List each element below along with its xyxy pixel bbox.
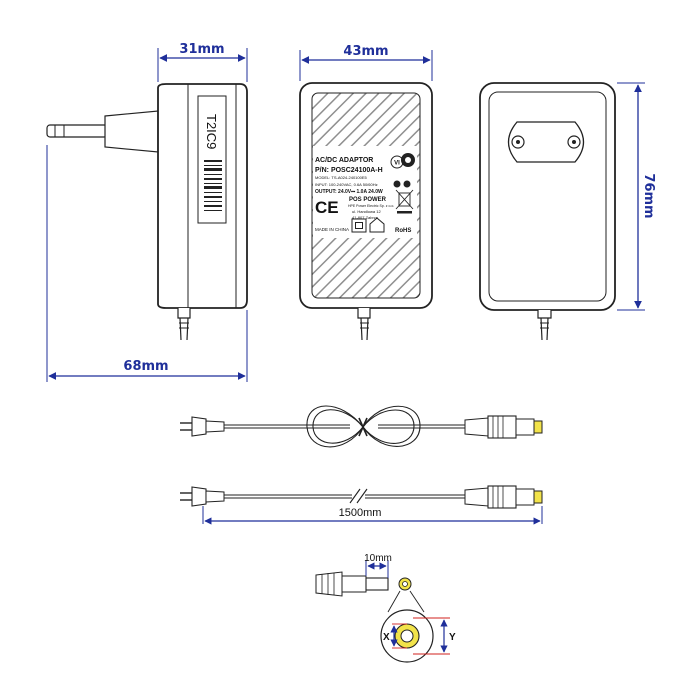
dc-tip [533, 420, 543, 434]
plug-pin [46, 124, 108, 138]
double-insulation-icon [351, 218, 367, 233]
rohs-mark: RoHS [395, 228, 411, 234]
label-model: MODEL: TS-A024-240100E5 [315, 175, 368, 180]
dim-side-depth: 31mm [157, 42, 248, 82]
dim-inner-x-label: X [383, 632, 390, 643]
label-brand: POS POWER [349, 197, 387, 203]
indoor-use-icon [369, 217, 385, 233]
label-output: OUTPUT: 24.0V⎓ 1.0A 24.0W [315, 189, 383, 195]
dim-total-depth: 68mm [46, 145, 248, 382]
back-body [479, 82, 616, 311]
label-street: ul. Handlowa 12 [352, 209, 381, 214]
label-pn: P/N: POSC24100A-H [315, 167, 383, 174]
weee-bin-icon [395, 189, 414, 210]
dim-outer-y: Y [413, 617, 456, 655]
dim-cable-length-label: 1500mm [339, 507, 382, 519]
plug-collar [104, 110, 159, 153]
dim-total-depth-label: 68mm [123, 359, 168, 374]
dim-inner-x: X [383, 623, 407, 649]
label-title: AC/DC ADAPTOR [315, 157, 373, 164]
dim-cable-length: 1500mm [202, 506, 543, 525]
coiled-cable [180, 405, 543, 448]
back-view [479, 82, 616, 341]
dim-height: 76mm [617, 82, 656, 311]
dim-tip-length-label: 10mm [364, 553, 392, 564]
label-city: 41-807 Zabrze [352, 215, 379, 220]
dim-outer-y-label: Y [449, 632, 456, 643]
level-badge-text: VI [394, 161, 400, 167]
label-input: INPUT: 100-240VAC, 0.6A 50/60Hz [315, 182, 378, 187]
dim-height-label: 76mm [641, 173, 656, 218]
dim-front-width: 43mm [299, 44, 433, 81]
label-made: MADE IN CHINA [315, 227, 349, 232]
dim-side-depth-label: 31mm [179, 42, 224, 57]
front-view: AC/DC ADAPTOR P/N: POSC24100A-H MODEL: T… [299, 82, 433, 341]
ce-mark: CE [315, 198, 339, 217]
dim-tip-length: 10mm [364, 553, 392, 578]
sticker-code: T2IC9 [204, 114, 219, 149]
dc-tip-detail [315, 571, 434, 663]
label-company: HPE Power Electric Sp. z o.o. [348, 204, 394, 208]
side-view: T2IC9 [46, 83, 248, 341]
euro-plug-face [507, 121, 585, 163]
barcode [204, 160, 222, 211]
dim-front-width-label: 43mm [343, 44, 388, 59]
straight-cable [180, 485, 543, 509]
